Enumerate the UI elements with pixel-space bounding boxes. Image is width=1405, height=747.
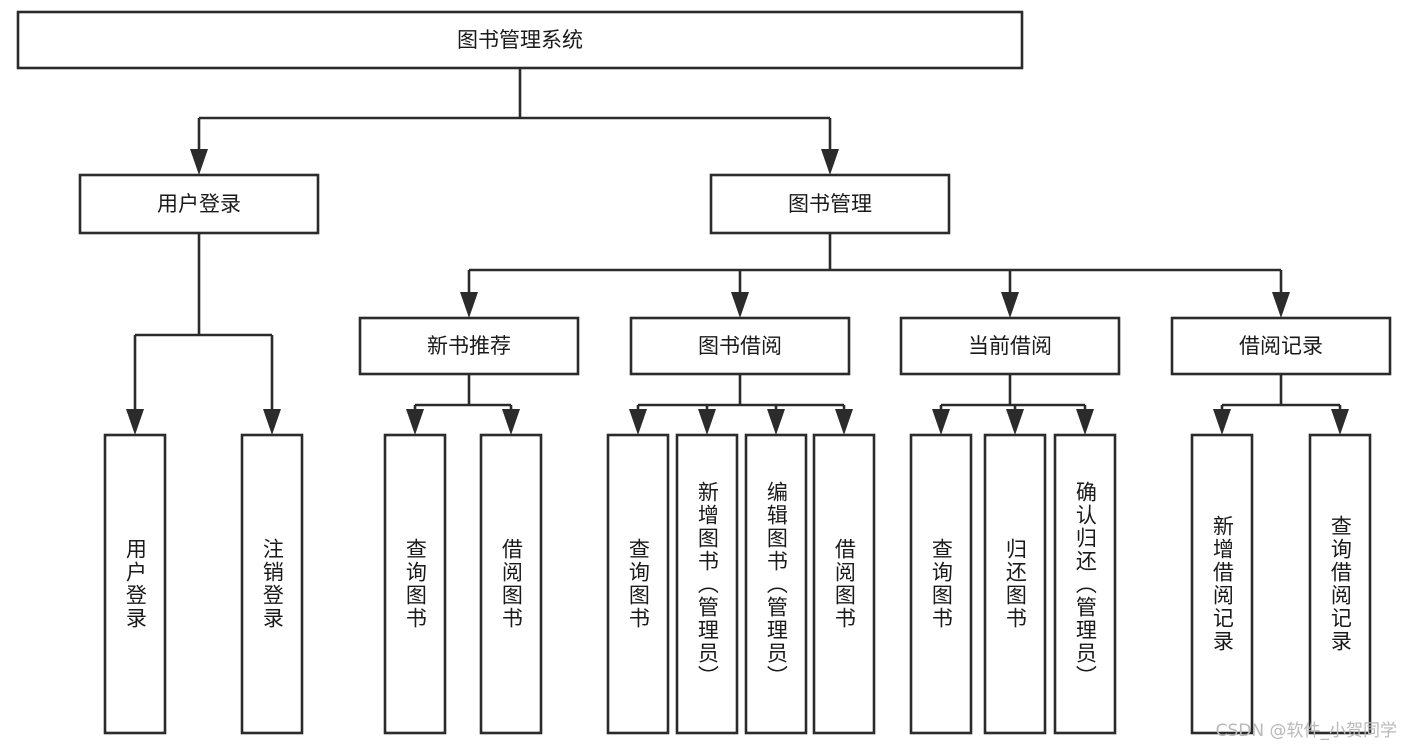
arrow-head-icon xyxy=(126,409,144,435)
node-label-book-borrow: 图书借阅 xyxy=(698,334,782,358)
connectors-layer xyxy=(126,68,1349,435)
node-box-leaf-borrow-book-1[interactable] xyxy=(479,433,543,735)
node-box-leaf-return-book[interactable] xyxy=(983,433,1047,735)
csdn-watermark: CSDN @软件_小贺同学 xyxy=(1215,721,1397,741)
node-box-leaf-query-book-1[interactable] xyxy=(383,433,447,735)
arrow-head-icon xyxy=(821,149,839,175)
arrow-head-icon xyxy=(1006,409,1024,435)
node-box-leaf-add-record[interactable] xyxy=(1190,433,1254,735)
node-box-root[interactable] xyxy=(16,10,1024,70)
arrow-head-icon xyxy=(767,409,785,435)
node-box-book-borrow[interactable] xyxy=(629,316,851,376)
arrow-head-icon xyxy=(698,409,716,435)
arrow-head-icon xyxy=(1213,409,1231,435)
node-box-leaf-add-book[interactable] xyxy=(675,433,739,735)
node-box-leaf-user-login[interactable] xyxy=(103,433,167,735)
arrow-head-icon xyxy=(1076,409,1094,435)
node-label-new-book-recommend: 新书推荐 xyxy=(427,334,511,358)
arrow-head-icon xyxy=(629,409,647,435)
boxes-layer xyxy=(16,10,1392,735)
node-box-leaf-query-record[interactable] xyxy=(1308,433,1372,735)
node-box-leaf-query-book-3[interactable] xyxy=(909,433,973,735)
node-box-leaf-logout[interactable] xyxy=(240,433,304,735)
arrow-head-icon xyxy=(190,149,208,175)
node-label-root: 图书管理系统 xyxy=(457,28,583,52)
arrow-head-icon xyxy=(263,409,281,435)
node-box-leaf-borrow-book-2[interactable] xyxy=(812,433,876,735)
arrow-head-icon xyxy=(932,409,950,435)
arrow-head-icon xyxy=(502,409,520,435)
arrow-head-icon xyxy=(835,409,853,435)
arrow-head-icon xyxy=(1001,292,1019,318)
arrow-head-icon xyxy=(1331,409,1349,435)
node-label-book-manage: 图书管理 xyxy=(788,192,872,216)
node-box-user-login[interactable] xyxy=(78,173,320,235)
node-box-leaf-edit-book[interactable] xyxy=(744,433,808,735)
node-box-leaf-query-book-2[interactable] xyxy=(606,433,670,735)
node-box-book-manage[interactable] xyxy=(709,173,951,235)
arrow-head-icon xyxy=(1272,292,1290,318)
node-label-borrow-record: 借阅记录 xyxy=(1239,334,1323,358)
node-box-current-borrow[interactable] xyxy=(899,316,1121,376)
node-box-borrow-record[interactable] xyxy=(1170,316,1392,376)
node-label-user-login: 用户登录 xyxy=(157,192,241,216)
arrow-head-icon xyxy=(406,409,424,435)
node-label-current-borrow: 当前借阅 xyxy=(968,334,1052,358)
arrow-head-icon xyxy=(731,292,749,318)
node-box-leaf-confirm-return[interactable] xyxy=(1053,433,1117,735)
node-box-new-book-recommend[interactable] xyxy=(358,316,580,376)
arrow-head-icon xyxy=(460,292,478,318)
